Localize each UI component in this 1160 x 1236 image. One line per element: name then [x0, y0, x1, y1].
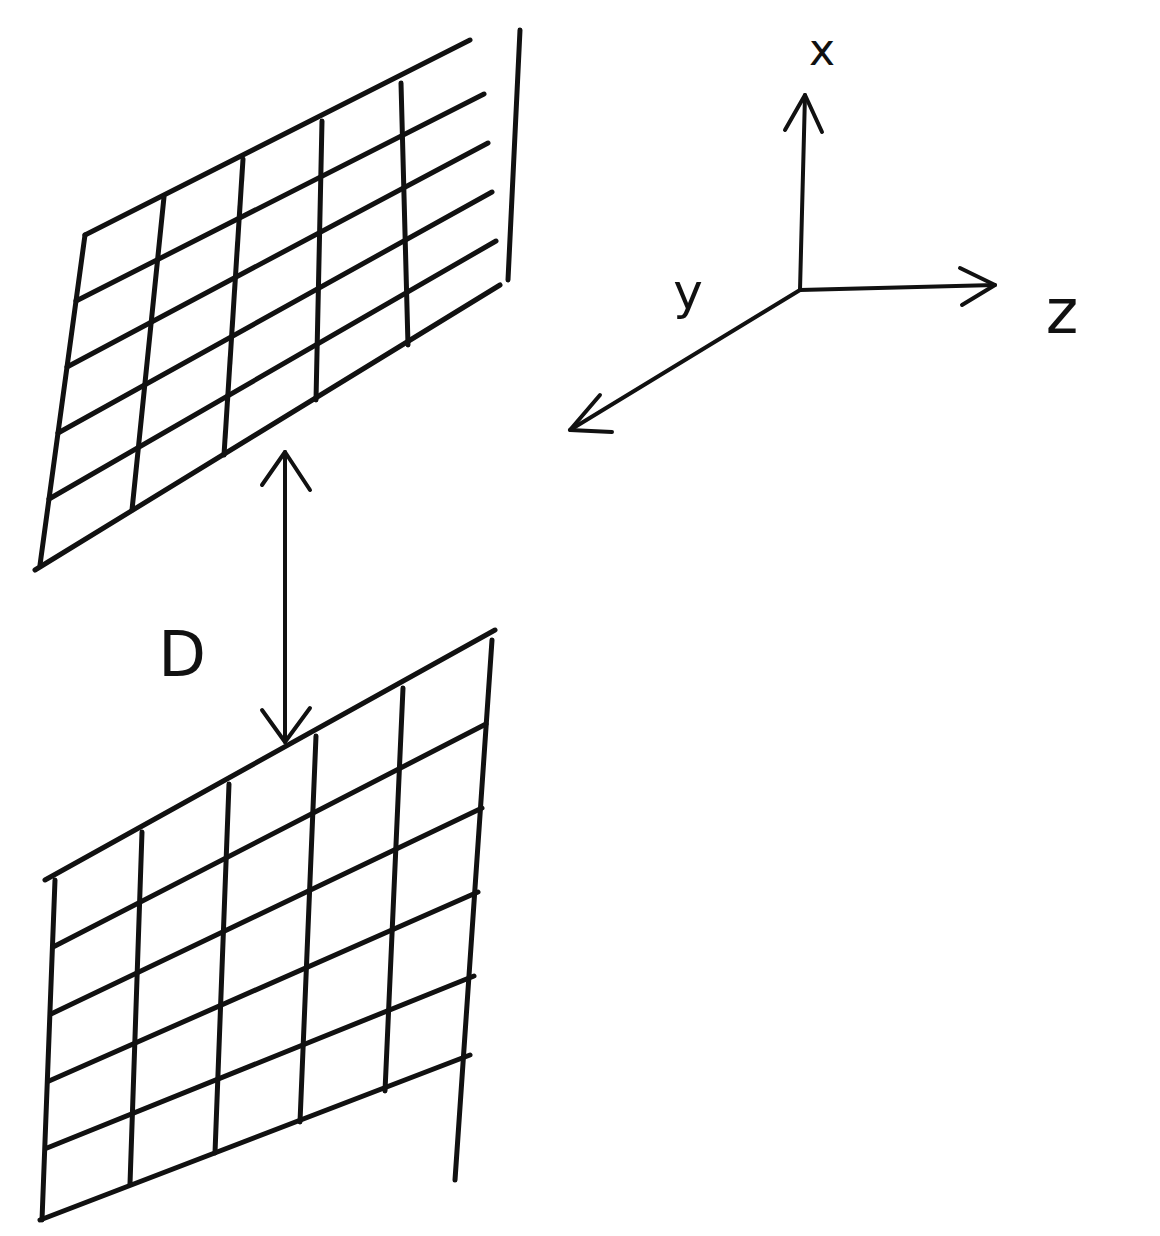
- dimension-label: D: [158, 624, 206, 686]
- coordinate-axes: [570, 95, 995, 432]
- axis-label: z: [1046, 281, 1079, 343]
- lower-plate: [40, 630, 495, 1220]
- axis-label: y: [673, 267, 703, 317]
- axis-label: x: [809, 28, 835, 72]
- gap-dimension: [262, 452, 310, 742]
- upper-plate: [35, 30, 520, 570]
